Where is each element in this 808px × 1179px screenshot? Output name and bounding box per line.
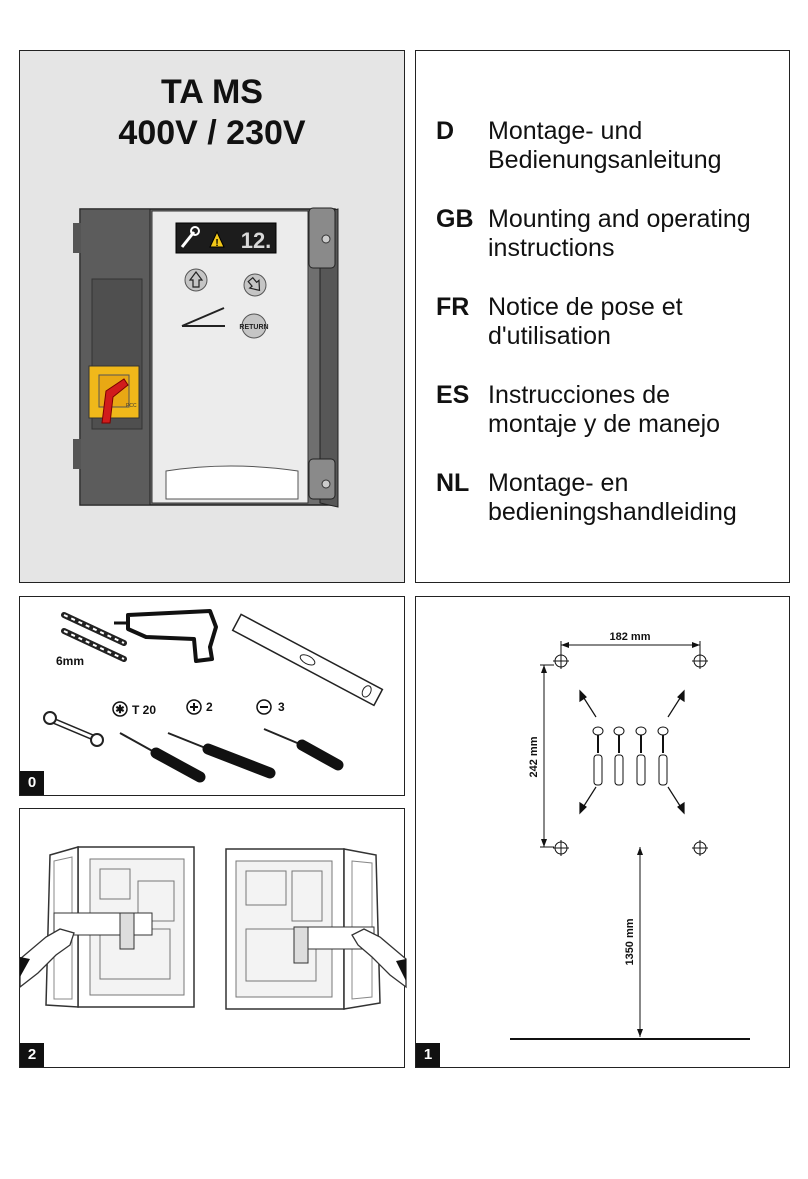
spirit-level-icon (231, 613, 384, 707)
language-title: montaje y de manejo (488, 410, 721, 438)
language-title: Montage- en (488, 469, 629, 497)
language-title: bedieningshandleiding (488, 498, 737, 526)
slot-icon (256, 699, 272, 715)
hand-icon (351, 928, 407, 989)
screwdriver-phillips-icon (167, 732, 276, 779)
drill-hole-icon (692, 840, 708, 856)
drill-hole-icon (553, 840, 569, 856)
language-title: Notice de pose et (488, 293, 683, 321)
cover-removal-illustration (19, 846, 407, 1010)
lid-screw-icon (321, 479, 331, 489)
language-title: Montage- und (488, 117, 643, 145)
screwdriver-torx-icon (119, 732, 206, 783)
lid-screw-icon (321, 234, 331, 244)
drill-hole-icon (553, 653, 569, 669)
direction-arrow-icon (579, 689, 685, 815)
language-code: ES (436, 381, 470, 409)
floor-dimension-label: 1350 mm (624, 918, 636, 965)
opened-housing-left (45, 846, 195, 1008)
language-title: d'utilisation (488, 322, 611, 350)
phillips-size-label: 2 (206, 700, 213, 714)
step-badge: 0 (20, 771, 44, 795)
control-unit-illustration: ! 12. RETURN PCC (73, 207, 339, 508)
width-dimension-label: 182 mm (610, 631, 651, 643)
wrench-icon (180, 226, 200, 248)
language-code: FR (436, 293, 470, 321)
screw-icon (592, 726, 669, 753)
language-title: Mounting and operating (488, 205, 751, 233)
down-button[interactable] (243, 273, 267, 297)
screwdriver-slot-icon (263, 728, 344, 771)
svg-text:!: ! (215, 238, 218, 249)
language-code: D (436, 117, 455, 145)
up-button[interactable] (184, 268, 208, 292)
mounting-panel: 182 mm 242 mm (415, 596, 790, 1068)
opened-housing-right (225, 848, 381, 1010)
svg-text:RETURN: RETURN (239, 324, 268, 331)
torx-icon: ✱ (112, 701, 128, 717)
product-title: TA MS (161, 73, 263, 111)
step-badge: 2 (20, 1043, 44, 1067)
wall-plug-icon (593, 754, 668, 786)
step-badge: 1 (416, 1043, 440, 1067)
height-dimension-label: 242 mm (528, 736, 540, 777)
warning-icon: ! (209, 230, 225, 249)
mounting-diagram: 182 mm 242 mm (510, 631, 750, 1040)
language-code: NL (436, 469, 470, 497)
language-panel: D Montage- und Bedienungsanleitung GB Mo… (415, 50, 790, 583)
tools-panel: 6mm ✱ T 20 2 (19, 596, 405, 796)
drill-size-label: 6mm (56, 654, 84, 668)
language-code: GB (436, 205, 474, 233)
display-readout: 12. (241, 228, 272, 253)
language-title: instructions (488, 234, 615, 262)
slot-size-label: 3 (278, 700, 285, 714)
drill-hole-icon (692, 653, 708, 669)
tools-illustration: 6mm ✱ T 20 2 (43, 609, 384, 783)
torx-size-label: T 20 (132, 703, 156, 717)
drill-icon (114, 609, 218, 663)
product-panel: TA MS 400V / 230V ! 12. (19, 50, 405, 583)
svg-text:✱: ✱ (115, 704, 124, 716)
main-switch[interactable]: PCC (88, 365, 140, 424)
language-title: Bedienungsanleitung (488, 146, 722, 174)
wrench-icon (43, 711, 104, 747)
hand-icon (19, 928, 75, 989)
phillips-icon (186, 699, 202, 715)
return-button[interactable]: RETURN (239, 313, 269, 339)
product-voltage: 400V / 230V (118, 114, 306, 152)
assembly-panel: 2 (19, 808, 407, 1068)
door-position-icon (181, 307, 225, 327)
language-title: Instrucciones de (488, 381, 671, 409)
drill-bit-icon (61, 612, 127, 662)
svg-text:PCC: PCC (126, 403, 137, 409)
